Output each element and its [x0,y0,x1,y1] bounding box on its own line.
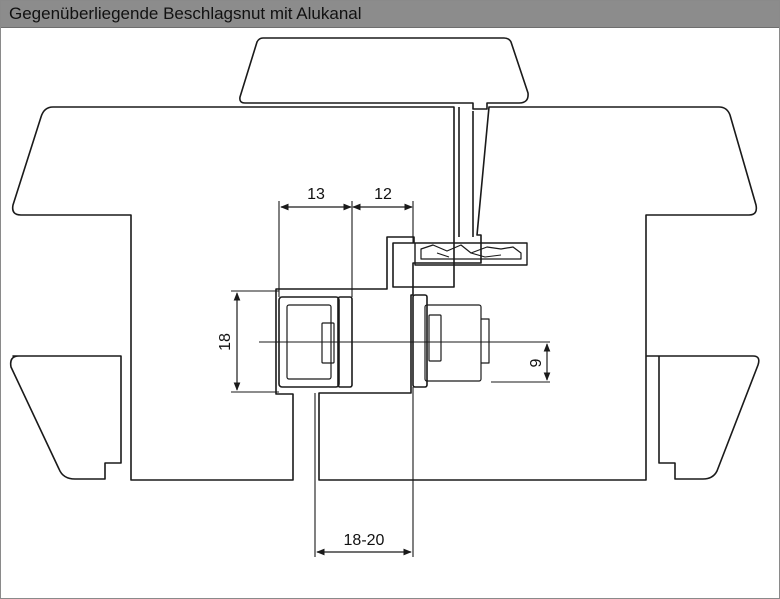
diagram-title: Gegenüberliegende Beschlagsnut mit Aluka… [9,4,362,23]
right-groove-step [481,318,490,364]
lower-right-profile [646,355,760,480]
dim-label-13: 13 [307,186,325,203]
title-bar: Gegenüberliegende Beschlagsnut mit Aluka… [1,1,779,28]
upper-frame-profile [318,106,758,481]
dim-label-9: 9 [528,358,545,367]
right-groove-outline [424,304,482,382]
alu-channel-gasket [414,242,528,266]
upper-sash-profile [11,106,455,481]
alu-channel-gasket-inner [420,244,522,260]
dim-label-12: 12 [374,186,392,203]
right-fitting-plate [412,294,428,388]
extension-lines [231,201,550,557]
right-fitting-slot [428,314,442,362]
dim-label-18-20: 18-20 [344,532,385,549]
top-bead-profile [239,37,529,110]
left-fitting-slot [321,322,335,364]
dim-label-18: 18 [217,333,234,351]
lower-left-profile [9,355,122,480]
alu-channel-gasket-lip [436,252,502,258]
